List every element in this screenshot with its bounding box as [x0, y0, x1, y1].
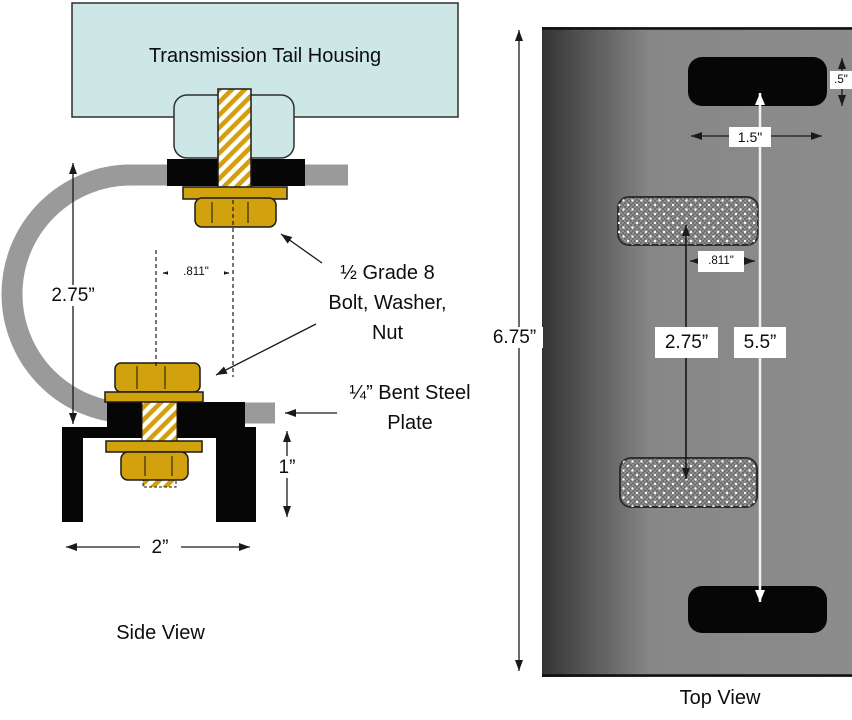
upper-washer [182, 186, 288, 200]
bolt-note-line1: ½ Grade 8 [340, 262, 435, 284]
dim-label-plate-height: 2.75” [44, 285, 102, 306]
dim-label-slot-spacing: 5.5” [734, 327, 786, 358]
lower-bolt-hole [619, 457, 758, 508]
upper-bolt-hole [617, 196, 759, 246]
bracket-right-leg [236, 427, 256, 522]
bolt-note-line2: Bolt, Washer, [328, 292, 447, 314]
side-view-title: Side View [116, 622, 205, 644]
bent-steel-plate [1, 164, 348, 424]
top-slot [688, 57, 827, 106]
lower-washer-bottom [105, 440, 203, 453]
dim-label-bolt-offset: .811" [168, 266, 224, 279]
dim-label-bracket-height: 1” [278, 457, 296, 478]
top-view-title: Top View [679, 687, 761, 709]
bottom-slot [688, 586, 827, 633]
lower-washer-top [104, 391, 204, 403]
dim-label-slot-length: 1.5" [729, 127, 771, 147]
dim-label-hole-spacing: 2.75” [655, 327, 718, 358]
upper-nut [194, 197, 277, 228]
lower-bolt-head [114, 362, 201, 393]
dim-label-bracket-width: 2” [140, 537, 180, 558]
lower-bolt-shaft [141, 401, 178, 443]
plate-note: ¼” Bent Steel Plate [325, 378, 495, 438]
plate-note-line2: Plate [387, 412, 433, 434]
bracket-left-leg [62, 427, 83, 522]
lower-nut [120, 451, 189, 481]
bolt-note-arrows [215, 233, 323, 376]
plate-note-line1: ¼” Bent Steel [349, 382, 471, 404]
housing-label: Transmission Tail Housing [148, 45, 382, 67]
dim-label-hole-offset: .811" [698, 251, 744, 272]
bolt-note-line3: Nut [371, 322, 404, 344]
upper-bolt-shaft [217, 88, 252, 189]
bolt-note: ½ Grade 8 Bolt, Washer, Nut [300, 258, 475, 348]
dim-label-slot-width: .5" [830, 71, 852, 89]
dim-label-plate-length: 6.75” [486, 327, 543, 348]
side-view-drawing [1, 2, 459, 551]
